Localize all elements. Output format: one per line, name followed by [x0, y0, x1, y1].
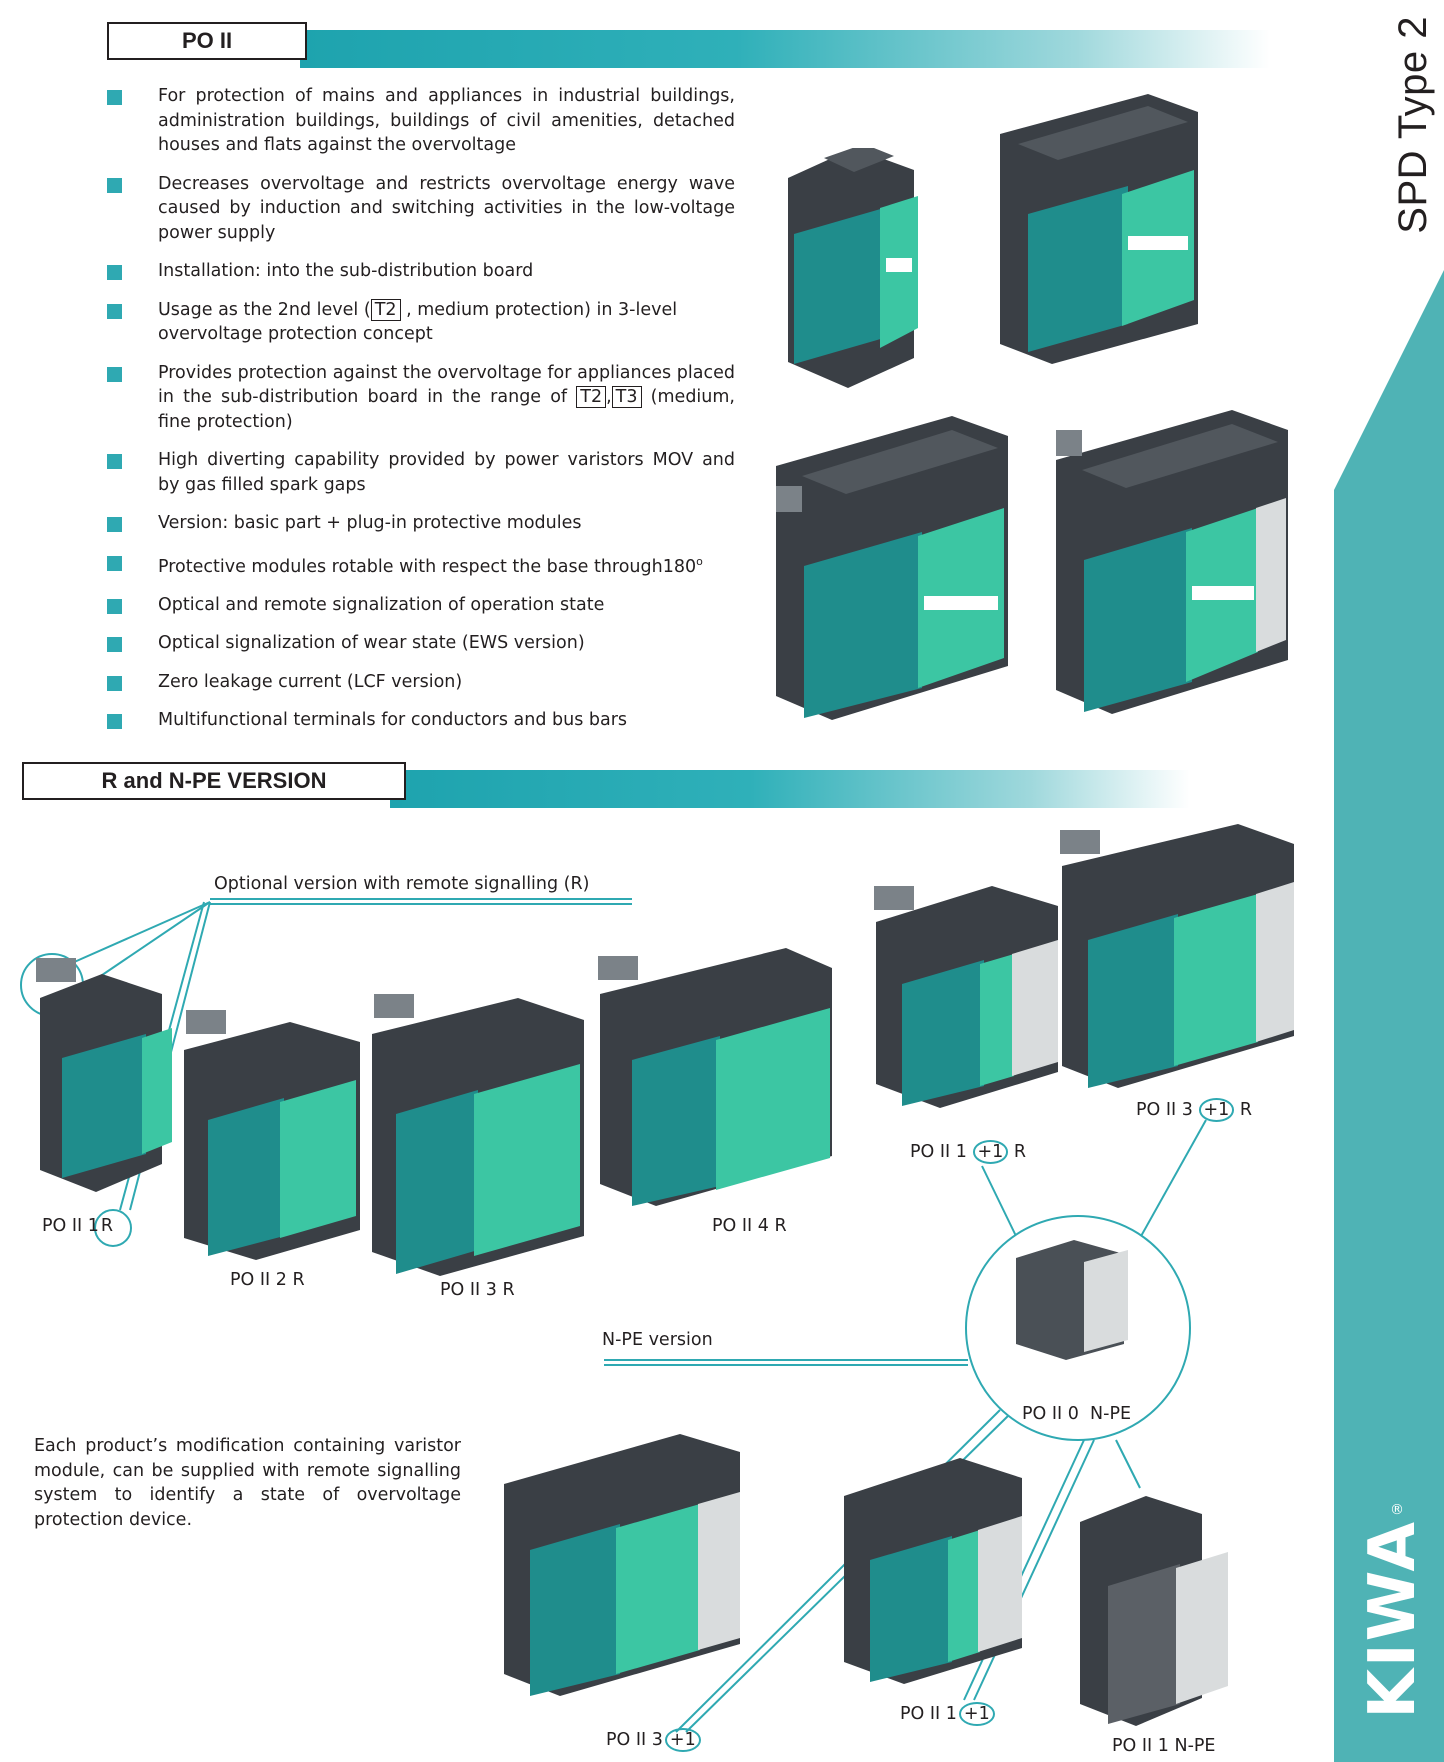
- device-po2-1-1: [844, 1458, 1022, 1684]
- label-po2-1-1: PO II 1+1: [900, 1702, 995, 1726]
- degree-sup: o: [696, 554, 703, 568]
- optional-version-label: Optional version with remote signalling …: [214, 874, 590, 894]
- bullet-square-icon: [107, 675, 122, 691]
- feature-text: Provides protection against the overvolt…: [158, 362, 735, 408]
- feature-list: For protection of mains and appliances i…: [107, 84, 735, 747]
- bullet-square-icon: [107, 598, 122, 614]
- product-name: PO II 1: [42, 1216, 99, 1236]
- feature-item: Optical and remote signalization of oper…: [107, 593, 735, 618]
- label-po2-4r: PO II 4 R: [712, 1216, 787, 1236]
- device-po2-1-1r: [874, 886, 1058, 1108]
- device-po2-1-npe: [1080, 1496, 1228, 1726]
- product-name: R: [1239, 1100, 1253, 1120]
- label-po2-1-npe: PO II 1 N-PE: [1112, 1736, 1216, 1756]
- bullet-square-icon: [107, 265, 122, 280]
- product-suffix: +1: [972, 1140, 1009, 1164]
- product-name: PO II 3: [606, 1730, 663, 1750]
- feature-text: Installation: into the sub-distribution …: [158, 261, 534, 281]
- section-bar-r-npe: [390, 770, 1190, 808]
- bullet-square-icon: [107, 637, 122, 653]
- feature-item: Multifunctional terminals for conductors…: [107, 708, 735, 733]
- device-po2-3-top: [1000, 94, 1198, 364]
- product-name: PO II 3: [1136, 1100, 1193, 1120]
- device-po2-3-1r: [1060, 824, 1294, 1088]
- feature-item: High diverting capability provided by po…: [107, 448, 735, 497]
- feature-text: High diverting capability provided by po…: [158, 450, 735, 495]
- feature-item: Version: basic part + plug-in protective…: [107, 511, 735, 536]
- feature-item: Protective modules rotable with respect …: [107, 550, 735, 579]
- product-suffix: +1: [1198, 1098, 1235, 1122]
- bullet-square-icon: [107, 454, 122, 469]
- device-po2-4r: [598, 948, 832, 1206]
- product-name: PO II 1: [910, 1142, 967, 1162]
- label-po2-1-1r: PO II 1 +1 R: [910, 1140, 1026, 1164]
- bullet-square-icon: [107, 303, 122, 319]
- feature-text: Multifunctional terminals for conductors…: [158, 710, 628, 731]
- feature-text: ,: [606, 387, 612, 407]
- device-po2-1r: [36, 958, 172, 1192]
- section-bar-po2: [300, 30, 1270, 68]
- feature-item: Installation: into the sub-distribution …: [107, 259, 735, 284]
- feature-item: Decreases overvoltage and restricts over…: [107, 172, 735, 246]
- feature-text: Protective modules rotable with respect …: [158, 556, 697, 577]
- feature-text: , medium protection) in 3-level overvolt…: [158, 299, 678, 345]
- product-suffix: +1: [958, 1702, 995, 1726]
- bullet-square-icon: [107, 90, 122, 105]
- bullet-square-icon: [107, 366, 122, 382]
- label-po2-3-1: PO II 3+1: [606, 1728, 701, 1752]
- device-po2-2r: [184, 1010, 360, 1260]
- feature-text: (medium, fine protection): [158, 387, 735, 432]
- class-tag: T3: [611, 386, 642, 408]
- feature-item: Usage as the 2nd level (T2 , medium prot…: [107, 298, 735, 347]
- class-tag: T2: [370, 298, 401, 321]
- device-po2-4-top: [776, 416, 1008, 720]
- npe-version-label: N-PE version: [602, 1330, 713, 1350]
- device-po2-3-1: [504, 1434, 740, 1696]
- device-po2-3-1-top: [1056, 410, 1288, 714]
- feature-text: For protection of mains and appliances i…: [158, 86, 735, 155]
- product-name: R: [1013, 1142, 1027, 1162]
- feature-text: Optical signalization of wear state (EWS…: [158, 633, 585, 654]
- section-title-po2: PO II: [107, 22, 307, 60]
- device-po2-3r: [372, 994, 584, 1276]
- side-band: [1334, 270, 1444, 1762]
- label-po2-3r: PO II 3 R: [440, 1280, 515, 1300]
- feature-item: Provides protection against the overvolt…: [107, 361, 735, 435]
- label-po2-0-npe: PO II 0 N-PE: [1022, 1404, 1132, 1424]
- label-po2-3-1r: PO II 3 +1 R: [1136, 1098, 1252, 1122]
- feature-text: Decreases overvoltage and restricts over…: [158, 173, 735, 243]
- section-title-r-npe: R and N-PE VERSION: [22, 762, 406, 800]
- registered-mark: ®: [1390, 1502, 1404, 1518]
- feature-text: Zero leakage current (LCF version): [158, 671, 463, 692]
- label-po2-2r: PO II 2 R: [230, 1270, 305, 1290]
- feature-item: For protection of mains and appliances i…: [107, 84, 735, 158]
- bullet-square-icon: [107, 714, 122, 730]
- bullet-square-icon: [107, 555, 122, 571]
- feature-item: Optical signalization of wear state (EWS…: [107, 631, 735, 656]
- feature-text: Usage as the 2nd level (: [158, 299, 371, 320]
- feature-item: Zero leakage current (LCF version): [107, 670, 735, 695]
- product-name: PO II 1: [900, 1704, 957, 1724]
- feature-text: Version: basic part + plug-in protective…: [158, 513, 582, 533]
- feature-text: Optical and remote signalization of oper…: [158, 594, 605, 615]
- bullet-square-icon: [107, 177, 122, 193]
- bullet-square-icon: [107, 517, 122, 532]
- product-suffix: +1: [664, 1728, 701, 1752]
- remote-signalling-paragraph: Each product’s modification containing v…: [34, 1436, 461, 1530]
- class-tag: T2: [576, 386, 607, 408]
- device-po2-1-top: [788, 148, 918, 388]
- product-suffix: R: [100, 1216, 114, 1236]
- device-po2-0-npe: [1016, 1240, 1128, 1360]
